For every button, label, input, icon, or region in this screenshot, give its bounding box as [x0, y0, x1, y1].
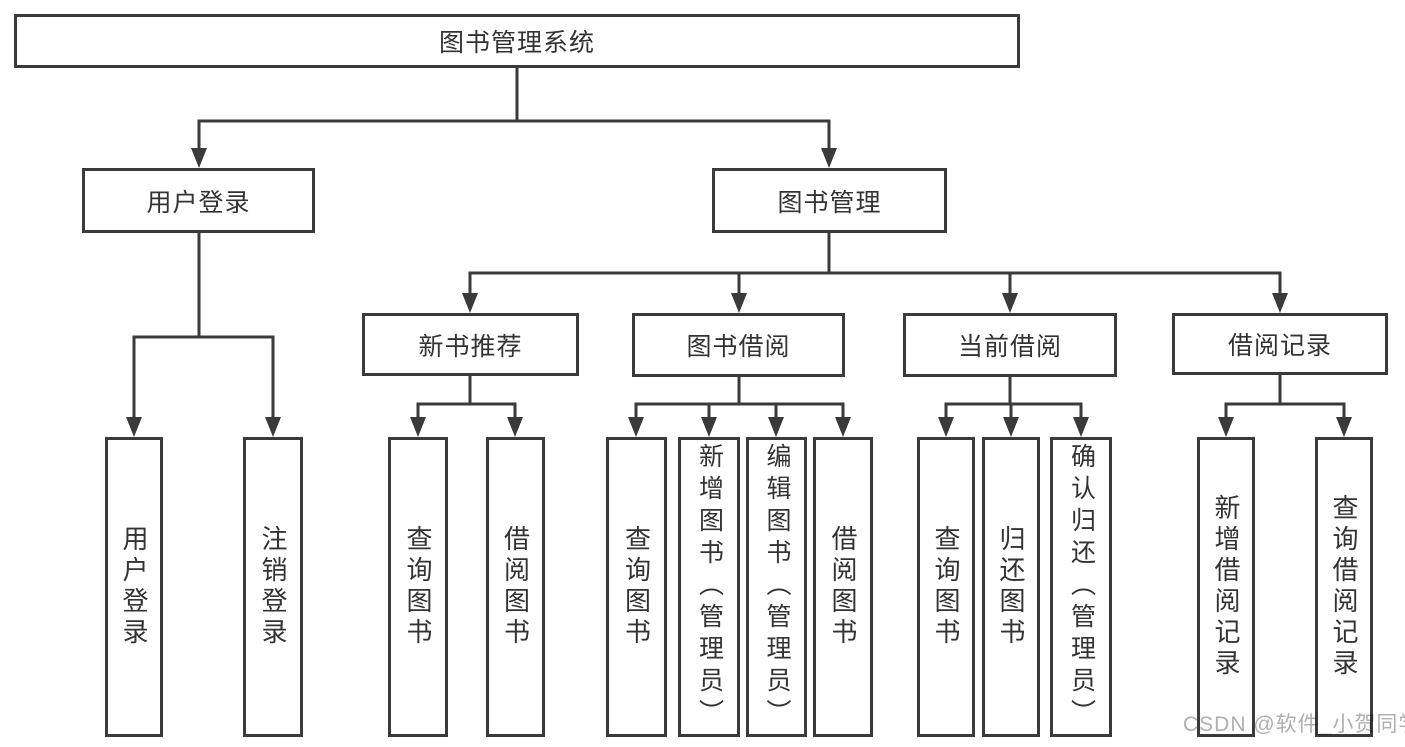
node-library-management-system: 图书管理系统 [14, 14, 1020, 68]
node-new-book-recommendation: 新书推荐 [362, 313, 579, 376]
node-label: 用户登录 [119, 525, 149, 649]
node-label: 注销登录 [258, 525, 288, 649]
node-user-login: 用户登录 [82, 168, 315, 233]
leaf-query-borrowing-record: 查询借阅记录 [1315, 437, 1373, 737]
node-borrowing-records: 借阅记录 [1172, 313, 1388, 375]
node-label: 查询借阅记录 [1329, 494, 1359, 680]
node-label: 归还图书 [996, 525, 1026, 649]
node-label: 当前借阅 [957, 333, 1062, 361]
node-book-management: 图书管理 [712, 168, 947, 233]
leaf-query-books-current: 查询图书 [917, 437, 975, 737]
leaf-query-books-recommendation: 查询图书 [388, 437, 448, 737]
node-label: 用户登录 [146, 188, 251, 217]
node-label: 查询图书 [931, 525, 961, 649]
node-label: 图书借阅 [686, 333, 791, 361]
node-label: 借阅图书 [500, 525, 531, 649]
leaf-query-books-borrowing: 查询图书 [606, 437, 667, 737]
node-label: 图书管理 [777, 188, 882, 217]
node-label: 查询图书 [403, 525, 433, 649]
node-label: 图书管理系统 [438, 29, 595, 57]
node-label: 借阅图书 [828, 525, 858, 649]
leaf-add-borrowing-record: 新增借阅记录 [1197, 437, 1255, 737]
node-label: 新增图书（管理员） [695, 443, 724, 731]
leaf-borrow-books-borrowing: 借阅图书 [813, 437, 873, 737]
node-label: 确认归还（管理员） [1067, 443, 1096, 731]
csdn-watermark: CSDN @软件_小贺同学 [1183, 713, 1405, 736]
node-label: 编辑图书（管理员） [763, 443, 791, 731]
leaf-add-books-admin: 新增图书（管理员） [678, 437, 740, 737]
node-book-borrowing: 图书借阅 [632, 313, 845, 377]
leaf-edit-books-admin: 编辑图书（管理员） [746, 437, 807, 737]
node-current-borrowing: 当前借阅 [903, 313, 1117, 377]
node-label: 查询图书 [621, 525, 652, 649]
leaf-return-books: 归还图书 [982, 437, 1040, 737]
node-label: 借阅记录 [1227, 332, 1332, 360]
leaf-user-login: 用户登录 [105, 437, 163, 737]
leaf-logout: 注销登录 [243, 437, 303, 737]
leaf-borrow-books-recommendation: 借阅图书 [486, 437, 545, 737]
leaf-confirm-return-admin: 确认归还（管理员） [1050, 437, 1112, 737]
node-label: 新书推荐 [418, 332, 523, 361]
node-label: 新增借阅记录 [1211, 494, 1241, 680]
